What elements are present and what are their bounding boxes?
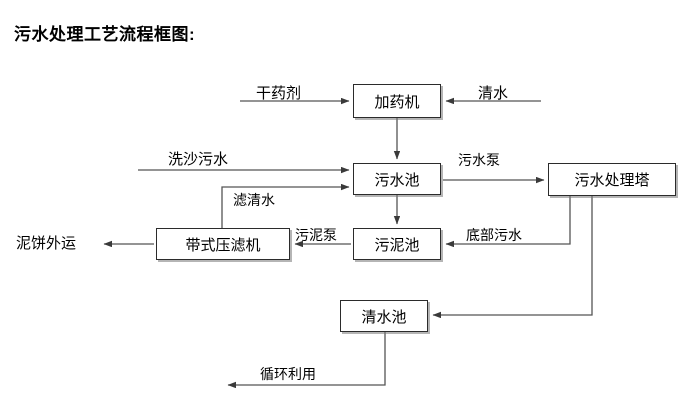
edge-label-sewage-pump: 污水泵 xyxy=(458,152,500,168)
terminal-label-mud-cake-transport: 泥饼外运 xyxy=(16,235,77,252)
node-clear-water-pool[interactable]: 清水池 xyxy=(340,300,428,332)
edge-clear-water-pool-to-reuse xyxy=(227,332,386,389)
node-label-dosing-machine: 加药机 xyxy=(374,93,420,111)
terminal-label-clean-water: 清水 xyxy=(478,85,509,102)
node-label-sewage-pool: 污水池 xyxy=(374,171,420,189)
edge-label-filtrate: 滤清水 xyxy=(233,192,275,208)
node-label-clear-water-pool: 清水池 xyxy=(361,308,407,326)
edge-tower-to-clear-water-pool xyxy=(432,196,593,319)
node-label-treatment-tower: 污水处理塔 xyxy=(574,172,650,189)
edge-label-recycle-reuse: 循环利用 xyxy=(260,366,316,382)
node-dosing-machine[interactable]: 加药机 xyxy=(353,84,441,118)
node-belt-filter-press[interactable]: 带式压滤机 xyxy=(156,228,290,260)
node-sludge-pool[interactable]: 污泥池 xyxy=(353,228,441,260)
terminal-label-sand-washing-sewage: 洗沙污水 xyxy=(168,151,229,168)
edge-label-bottom-sewage: 底部污水 xyxy=(466,227,522,243)
terminal-label-dry-agent: 干药剂 xyxy=(256,85,302,102)
node-label-sludge-pool: 污泥池 xyxy=(374,236,420,254)
edge-tower-to-sludge-pool xyxy=(445,196,571,248)
edge-label-sludge-pump: 污泥泵 xyxy=(295,227,337,243)
node-sewage-pool[interactable]: 污水池 xyxy=(353,163,441,195)
node-label-belt-filter-press: 带式压滤机 xyxy=(185,236,261,254)
edge-filtrate-to-sewage-pool xyxy=(221,183,350,228)
node-treatment-tower[interactable]: 污水处理塔 xyxy=(548,163,676,196)
page-title: 污水处理工艺流程框图: xyxy=(14,25,196,44)
